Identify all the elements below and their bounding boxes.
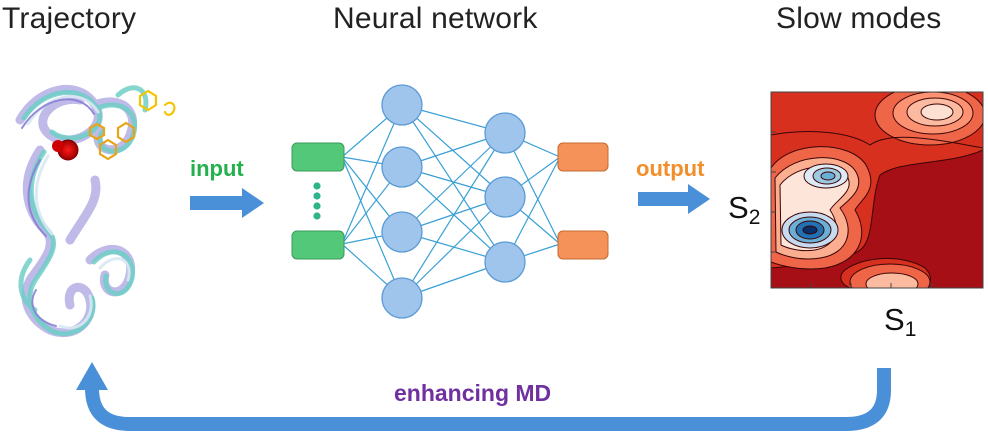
hidden1-node (381, 84, 423, 126)
axis-label-s1: S1 (884, 302, 917, 341)
output-arrow (638, 184, 710, 214)
hidden2-node (484, 241, 526, 283)
hidden2-node (484, 112, 526, 154)
input-label: input (190, 156, 244, 181)
hidden1-node (381, 277, 423, 319)
free-energy-contour-map (770, 91, 984, 289)
hidden1-node (381, 211, 423, 253)
input-node-1 (291, 142, 345, 172)
protein-ribbon-icon (15, 85, 176, 338)
input-arrow (190, 188, 264, 218)
hidden1-node (381, 146, 423, 188)
hidden2-node (484, 176, 526, 218)
hidden-layer-1 (381, 84, 423, 319)
title-neural-network: Neural network (333, 2, 538, 35)
enhancing-md-label: enhancing MD (394, 380, 552, 406)
input-layer (291, 142, 345, 260)
output-layer (557, 142, 609, 260)
feedback-arrow (76, 362, 891, 431)
axis-label-s2: S2 (728, 190, 761, 229)
input-node-2 (291, 230, 345, 260)
output-node-1 (557, 142, 609, 172)
output-node-2 (557, 230, 609, 260)
network-connections (341, 104, 561, 299)
title-trajectory: Trajectory (2, 2, 137, 35)
title-slow-modes: Slow modes (776, 2, 942, 35)
hidden-layer-2 (484, 112, 526, 283)
output-label: output (636, 156, 705, 181)
